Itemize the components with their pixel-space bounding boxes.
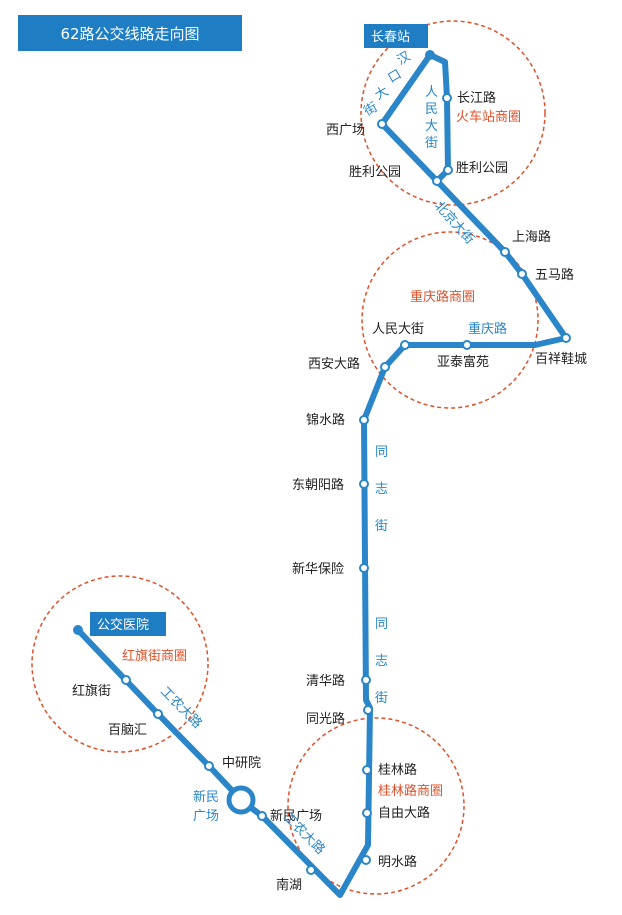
stop-label-mingshui: 明水路 xyxy=(378,854,417,870)
stop-label-wuma: 五马路 xyxy=(535,267,574,283)
stop-dot-renmin xyxy=(400,340,410,350)
stop-dot-baixiang xyxy=(561,333,571,343)
stop-dot-wuma xyxy=(517,269,527,279)
stop-dot-tongguang xyxy=(363,705,373,715)
stop-dot-changjiang xyxy=(442,93,452,103)
stop-label-shengli-w: 胜利公园 xyxy=(349,165,401,180)
stop-label-baixiang: 百祥鞋城 xyxy=(535,351,587,367)
road-hankou-4: 街 xyxy=(362,100,381,119)
train-station-district-circle xyxy=(360,20,546,206)
stop-dot-xi-guangchang xyxy=(377,119,387,129)
stop-dot-nanhu xyxy=(306,865,316,875)
stop-dot-xinmin xyxy=(257,811,267,821)
stop-dot-yatai xyxy=(462,340,472,350)
stop-label-tongguang: 同光路 xyxy=(306,711,345,727)
road-hankou-3: 大 xyxy=(373,84,392,103)
road-renmin-3: 大 xyxy=(425,119,438,134)
stop-label-xinhua: 新华保险 xyxy=(292,561,344,577)
stop-dot-shanghai xyxy=(500,247,510,257)
hongqi-district-circle xyxy=(31,575,209,753)
stop-label-bainaohui: 百脑汇 xyxy=(108,723,147,738)
district-chongqing: 重庆路商圈 xyxy=(410,289,475,305)
road-beijing: 北京大街 xyxy=(431,199,477,248)
terminal-box-north xyxy=(364,24,428,48)
stop-label-guilin: 桂林路 xyxy=(378,762,417,778)
road-renmin-4: 街 xyxy=(425,136,438,151)
stop-dot-hongqi xyxy=(121,675,131,685)
stop-label-xian: 西安大路 xyxy=(308,356,360,372)
road-renmin-2: 民 xyxy=(425,102,438,117)
terminal-box-south xyxy=(90,612,166,636)
road-xinmin-hub-2: 广场 xyxy=(193,809,219,824)
stop-label-renmin: 人民大街 xyxy=(372,322,424,337)
terminal-dot-south xyxy=(73,625,83,635)
stop-label-changjiang: 长江路 xyxy=(457,90,496,106)
stop-dot-bainaohui xyxy=(153,709,163,719)
terminal-label-south: 公交医院 xyxy=(97,617,149,633)
stop-dot-zhongyanyuan xyxy=(204,761,214,771)
stop-label-dongchaoyang: 东朝阳路 xyxy=(292,477,344,493)
road-tongzhi1-1: 同 xyxy=(375,445,388,460)
stop-label-yatai: 亚泰富苑 xyxy=(437,354,489,370)
road-xinmin-hub-1: 新民 xyxy=(193,789,219,805)
road-renmin-1: 人 xyxy=(425,85,438,100)
stop-dot-xian xyxy=(380,362,390,372)
stop-dot-guilin xyxy=(362,765,372,775)
road-hankou-2: 口 xyxy=(386,67,405,86)
stop-label-xinmin: 新民广场 xyxy=(270,808,322,824)
stop-label-jinshui: 锦水路 xyxy=(306,412,345,428)
stop-label-zhongyanyuan: 中研院 xyxy=(222,756,261,771)
road-tongzhi1-3: 街 xyxy=(375,519,388,534)
road-tongzhi1-2: 志 xyxy=(375,482,388,497)
stop-dot-xinhua xyxy=(359,563,369,573)
xinmin-square-hub xyxy=(226,785,256,815)
road-tongzhi2-2: 志 xyxy=(375,654,388,669)
stop-dot-mingshui xyxy=(361,855,371,865)
stop-dot-shengli-e xyxy=(443,165,453,175)
stop-label-hongqi: 红旗街 xyxy=(72,683,111,699)
road-tongzhi2-1: 同 xyxy=(375,617,388,632)
district-hongqi: 红旗街商圈 xyxy=(122,648,187,664)
stop-label-ziyou: 自由大路 xyxy=(378,805,430,821)
chongqing-district-circle xyxy=(361,231,539,409)
stop-label-nanhu: 南湖 xyxy=(276,877,302,893)
map-title: 62路公交线路走向图 xyxy=(18,15,242,51)
terminal-label-north: 长春站 xyxy=(371,30,410,45)
stop-dot-qinghua xyxy=(361,675,371,685)
stop-dot-jinshui xyxy=(359,415,369,425)
stop-label-shengli-e: 胜利公园 xyxy=(456,161,508,176)
stop-label-qinghua: 清华路 xyxy=(306,673,345,689)
district-guilin: 桂林路商圈 xyxy=(378,783,443,799)
stop-label-xi-guangchang: 西广场 xyxy=(326,123,365,138)
stop-dot-ziyou xyxy=(362,808,372,818)
stop-dot-dongchaoyang xyxy=(359,479,369,489)
guilin-district-circle xyxy=(287,717,465,895)
terminal-dot-north xyxy=(425,50,435,60)
road-tongzhi2-3: 街 xyxy=(375,691,388,706)
road-chongqing: 重庆路 xyxy=(468,321,507,337)
road-hankou-1: 汉 xyxy=(395,49,414,68)
bus-route-line xyxy=(75,52,569,898)
district-train-station: 火车站商圈 xyxy=(456,109,521,125)
stop-dot-shengli-w xyxy=(432,176,442,186)
stop-label-shanghai: 上海路 xyxy=(512,229,551,245)
